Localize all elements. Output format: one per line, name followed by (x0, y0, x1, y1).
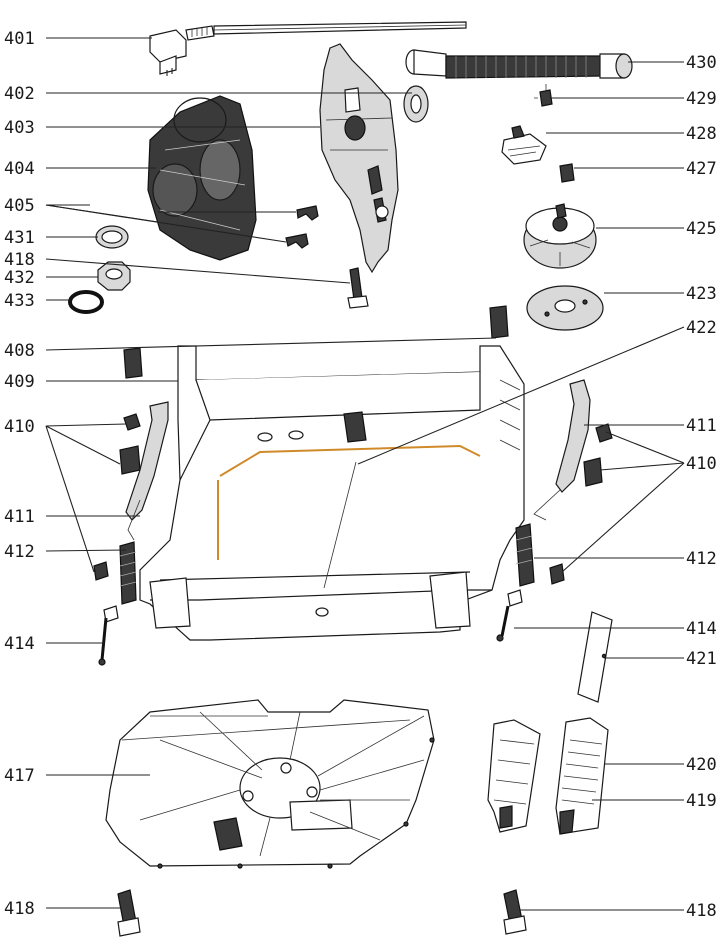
part-label: 429 (686, 89, 717, 109)
grommet-ring (403, 85, 429, 123)
part-label: 410 (4, 417, 35, 437)
part-labels-left: 401 402 403 404 405 431 418 432 433 408 … (4, 29, 35, 919)
part-label: 419 (686, 791, 717, 811)
part-label: 417 (4, 766, 35, 786)
o-ring (68, 290, 104, 314)
control-board-420 (555, 717, 609, 835)
spring-left (103, 541, 137, 623)
pump-cover-425 (523, 203, 597, 269)
part-label: 433 (4, 291, 35, 311)
pump-assembly (147, 95, 257, 261)
part-label: 405 (4, 196, 35, 216)
base-frame (139, 345, 525, 641)
leader-lines (45, 37, 685, 911)
small-valve (534, 84, 553, 107)
clips-410-left (93, 413, 141, 581)
pressure-switch (501, 125, 547, 165)
float-bar-left (125, 401, 169, 541)
part-label: 404 (4, 159, 35, 179)
part-label: 411 (686, 416, 717, 436)
part-label: 418 (4, 899, 35, 919)
control-board-419 (487, 719, 541, 833)
part-label: 427 (686, 159, 717, 179)
part-label: 422 (686, 318, 717, 338)
cover-plate-423 (526, 285, 604, 331)
base-pan (105, 699, 435, 869)
part-label: 401 (4, 29, 35, 49)
float-bar-right (533, 379, 591, 521)
connector-408 (123, 305, 509, 379)
part-label: 412 (686, 549, 717, 569)
pin-left (98, 617, 108, 666)
part-label: 425 (686, 219, 717, 239)
part-label: 432 (4, 268, 35, 288)
clips (285, 205, 319, 249)
part-label: 414 (686, 619, 717, 639)
pin-right (496, 605, 510, 642)
spring-right (507, 523, 535, 607)
nut-ring (95, 225, 129, 249)
hex-nut (97, 261, 131, 291)
plate-421 (577, 611, 613, 703)
part-label: 408 (4, 341, 35, 361)
part-label: 403 (4, 118, 35, 138)
part-label: 421 (686, 649, 717, 669)
part-label: 418 (4, 250, 35, 270)
part-label: 418 (686, 901, 717, 921)
drain-hose (405, 49, 633, 79)
part-label: 402 (4, 84, 35, 104)
adjustable-foot-bottom-left (117, 889, 141, 937)
part-label: 410 (686, 454, 717, 474)
part-label: 414 (4, 634, 35, 654)
part-label: 412 (4, 542, 35, 562)
part-label: 423 (686, 284, 717, 304)
part-label: 431 (4, 228, 35, 248)
adjustable-foot-top (347, 267, 369, 309)
part-label: 428 (686, 124, 717, 144)
adjustable-foot-bottom-right (503, 889, 527, 935)
side-housing-panel (319, 43, 399, 274)
part-label: 420 (686, 755, 717, 775)
power-cord-plug (149, 21, 467, 76)
part-labels-right: 430 429 428 427 425 423 422 411 410 412 … (686, 53, 717, 921)
part-label: 409 (4, 372, 35, 392)
small-sensor (559, 163, 575, 183)
part-label: 430 (686, 53, 717, 73)
part-label: 411 (4, 507, 35, 527)
